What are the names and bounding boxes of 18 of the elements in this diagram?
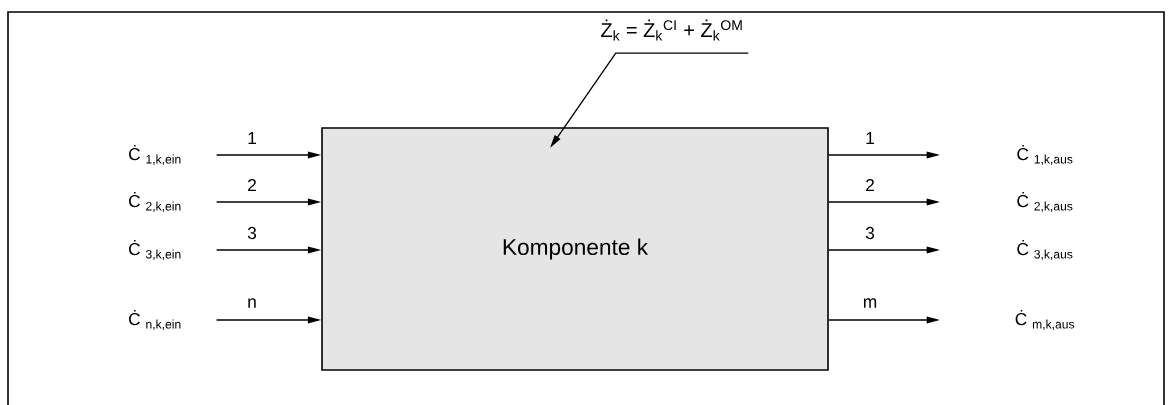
stream-label: Ċ $_{m,k,aus}$ (1015, 310, 1075, 330)
stream-label: Ċ $_{n,k,ein}$ (129, 310, 181, 330)
stream-label: Ċ $_{3,k,aus}$ (1017, 240, 1073, 260)
stream-label: Ċ $_{1,k,ein}$ (129, 145, 181, 165)
edge-label: 1 (866, 132, 874, 144)
edge-label: 3 (865, 226, 875, 240)
component-box: Komponente k (321, 127, 829, 371)
edge-label: 2 (248, 178, 256, 192)
stream-label: Ċ $_{2,k,ein}$ (129, 192, 181, 212)
stream-label: Ċ $_{1,k,aus}$ (1017, 145, 1073, 165)
edge-label: 3 (247, 226, 257, 240)
stream-label: Ċ $_{3,k,ein}$ (129, 240, 181, 260)
edge-label: 2 (866, 178, 874, 192)
edge-label: m (863, 298, 877, 308)
edge-label: n (248, 298, 256, 308)
edge-label: 1 (248, 132, 256, 144)
stream-label: Ċ $_{2,k,aus}$ (1017, 192, 1073, 212)
formula-label: Ż$_{k}$ = Ż$_{k}$$^{CI}$ + Ż$_{k}$OM (601, 19, 742, 41)
